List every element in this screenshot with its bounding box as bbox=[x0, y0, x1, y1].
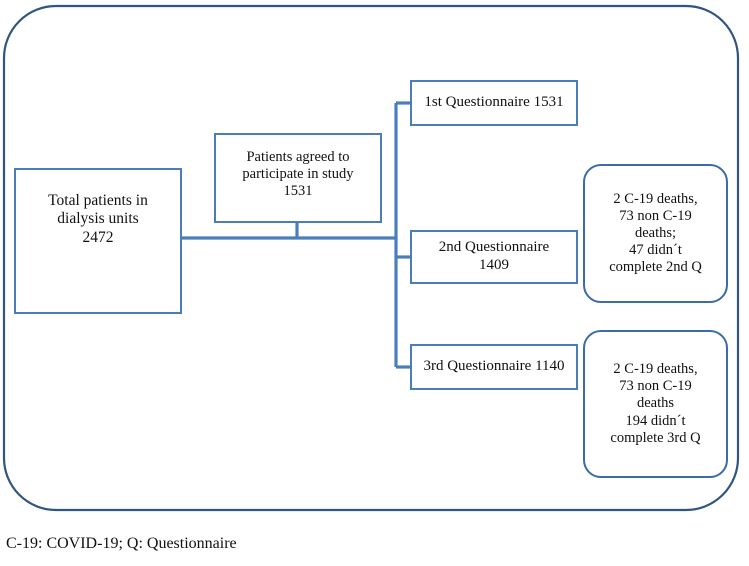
node-patients-agreed-text: Patients agreed to participate in study … bbox=[242, 149, 354, 200]
node-questionnaire-1-text: 1st Questionnaire 1531 bbox=[424, 94, 564, 111]
figure-caption: C-19: COVID-19; Q: Questionnaire bbox=[6, 535, 237, 552]
node-questionnaire-2: 2nd Questionnaire 1409 bbox=[410, 230, 578, 284]
node-questionnaire-1: 1st Questionnaire 1531 bbox=[410, 80, 578, 126]
node-questionnaire-3: 3rd Questionnaire 1140 bbox=[410, 344, 578, 390]
node-losses-before-3rd-questionnaire-text: 2 C-19 deaths, 73 non C-19 deaths 194 di… bbox=[610, 361, 701, 446]
node-total-patients-text: Total patients in dialysis units 2472 bbox=[48, 192, 148, 246]
node-questionnaire-3-text: 3rd Questionnaire 1140 bbox=[423, 358, 565, 375]
connector-lines bbox=[182, 101, 411, 369]
node-losses-before-2nd-questionnaire: 2 C-19 deaths, 73 non C-19 deaths; 47 di… bbox=[583, 164, 728, 303]
node-patients-agreed: Patients agreed to participate in study … bbox=[214, 133, 382, 223]
outer-frame bbox=[2, 4, 740, 512]
node-losses-before-3rd-questionnaire: 2 C-19 deaths, 73 non C-19 deaths 194 di… bbox=[583, 330, 728, 478]
node-total-patients: Total patients in dialysis units 2472 bbox=[14, 168, 182, 314]
node-losses-before-2nd-questionnaire-text: 2 C-19 deaths, 73 non C-19 deaths; 47 di… bbox=[609, 190, 702, 276]
node-questionnaire-2-text: 2nd Questionnaire 1409 bbox=[438, 239, 550, 273]
